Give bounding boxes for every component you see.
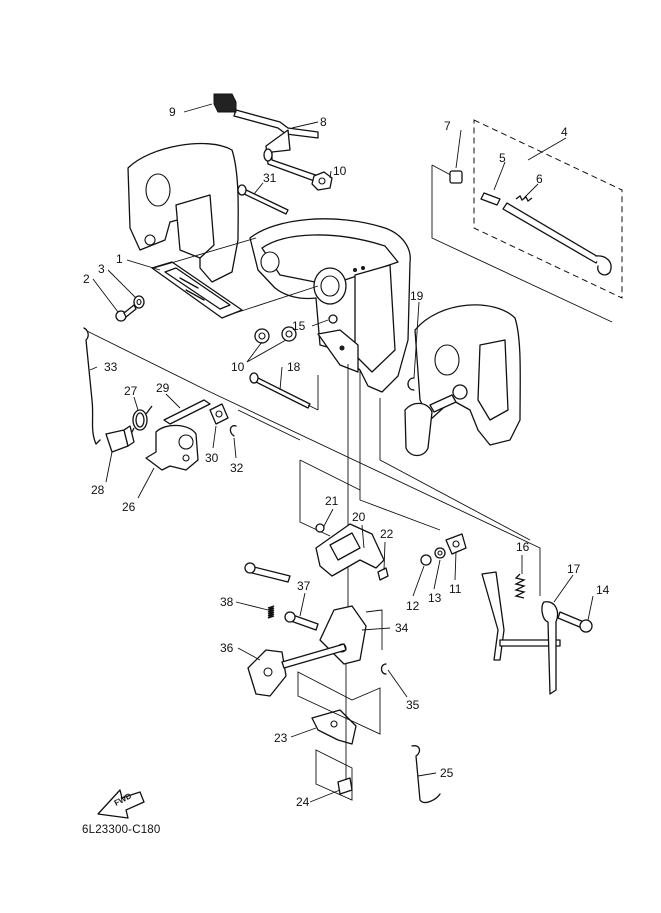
callout-33: 33 — [104, 360, 118, 374]
part-35-ring — [380, 663, 387, 675]
callout-36: 36 — [220, 641, 234, 655]
part-7-cap — [449, 170, 463, 184]
part-bolt-top — [244, 562, 291, 583]
callout-25: 25 — [440, 766, 454, 780]
part-12-bolt — [420, 554, 432, 566]
callout-21: 21 — [325, 494, 339, 508]
lower-guide-boxes — [297, 664, 381, 801]
part-24-bushing — [337, 777, 353, 795]
part-6-spring — [515, 195, 533, 202]
callout-29: 29 — [156, 381, 170, 395]
part-36-lever — [247, 643, 347, 697]
part-2-screw — [115, 304, 137, 322]
callout-10-top: 10 — [333, 164, 347, 178]
clamp-bracket-left — [127, 143, 239, 283]
callout-31: 31 — [263, 171, 277, 185]
callout-17: 17 — [567, 562, 581, 576]
part-3-washer — [133, 295, 145, 309]
part-10-collar-a — [254, 328, 270, 344]
callout-13: 13 — [428, 591, 442, 605]
part-22-pin — [377, 567, 389, 581]
fwd-arrow: FWD — [97, 789, 145, 819]
callout-38: 38 — [220, 595, 234, 609]
part-9-grip — [213, 93, 237, 113]
callout-30: 30 — [205, 451, 219, 465]
callout-5: 5 — [499, 151, 506, 165]
callout-8: 8 — [320, 115, 327, 129]
callout-6: 6 — [536, 172, 543, 186]
part-28-knob — [105, 425, 135, 453]
part-1-plate — [151, 237, 319, 319]
callout-34: 34 — [395, 621, 409, 635]
callout-20: 20 — [352, 510, 366, 524]
part-23-bracket — [311, 709, 357, 745]
callout-32: 32 — [230, 461, 244, 475]
callout-14: 14 — [596, 583, 610, 597]
clamp-bracket-right — [404, 304, 521, 457]
callout-19: 19 — [410, 289, 424, 303]
callout-18: 18 — [287, 360, 301, 374]
part-19-ring — [407, 377, 415, 391]
callout-23: 23 — [274, 731, 288, 745]
part-18-bolt — [249, 372, 311, 409]
callout-26: 26 — [122, 500, 136, 514]
callout-2: 2 — [83, 272, 90, 286]
part-11-plate — [445, 533, 467, 555]
part-31-bolt — [237, 184, 289, 215]
part-29-wire — [163, 399, 211, 425]
part-32-ring — [229, 425, 237, 437]
callout-37: 37 — [297, 579, 311, 593]
part-25-rod — [411, 745, 441, 804]
callout-16: 16 — [516, 540, 530, 554]
part-37-bolt — [284, 611, 319, 631]
part-21-clip — [315, 523, 325, 533]
part-30-bushing — [209, 403, 229, 425]
part-14-bolt — [557, 611, 593, 633]
swivel-bracket-body — [249, 218, 411, 393]
callout-labels: 9 8 7 4 5 6 10 31 1 3 2 15 19 10 18 33 2… — [83, 105, 610, 809]
callout-11: 11 — [449, 582, 462, 596]
part-26-lever — [145, 424, 199, 471]
callout-1: 1 — [116, 252, 123, 266]
callout-24: 24 — [296, 795, 310, 809]
kit-rod — [502, 202, 612, 276]
callout-4: 4 — [561, 125, 568, 139]
callout-12: 12 — [406, 599, 420, 613]
callout-22: 22 — [380, 527, 394, 541]
part-33-rod — [83, 327, 101, 445]
callout-10-bottom: 10 — [231, 360, 245, 374]
part-10-collar-b — [281, 326, 297, 342]
callout-27: 27 — [124, 384, 138, 398]
part-15-clip — [328, 314, 338, 324]
diagram-code: 6L23300-C180 — [82, 824, 161, 836]
part-17-lever — [481, 571, 561, 695]
callout-9: 9 — [169, 105, 176, 119]
part-16-spring — [514, 573, 526, 599]
part-38-spring — [267, 605, 275, 619]
callout-35: 35 — [406, 698, 420, 712]
part-13-washer — [434, 547, 446, 559]
part-8-lever — [233, 109, 331, 187]
callout-leaders — [89, 103, 594, 803]
callout-28: 28 — [91, 483, 105, 497]
callout-3: 3 — [98, 262, 105, 276]
callout-7: 7 — [444, 119, 451, 133]
part-5-sleeve — [480, 192, 501, 206]
part-10-nut-top — [311, 171, 333, 191]
part-20-bracket — [315, 523, 385, 577]
callout-15: 15 — [292, 319, 306, 333]
